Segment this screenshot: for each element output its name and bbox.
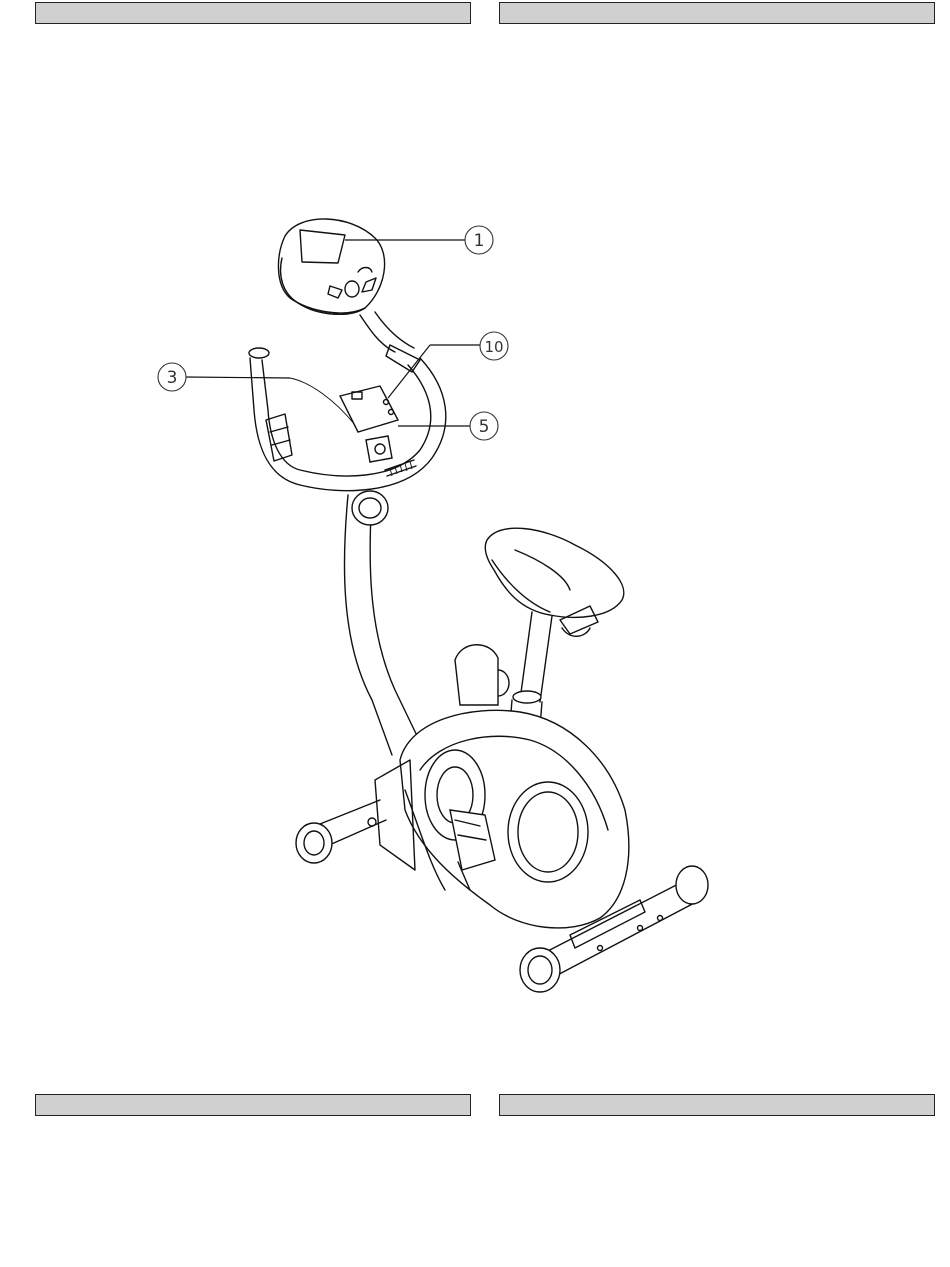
front-stabilizer-icon <box>296 800 386 863</box>
callout-label-5: 5 <box>479 417 490 437</box>
console-icon <box>278 219 384 314</box>
callout-5: 5 <box>398 412 498 440</box>
upright-column-icon <box>344 491 420 755</box>
callout-label-1: 1 <box>474 231 485 251</box>
callout-label-10: 10 <box>484 338 503 356</box>
callout-10: 10 <box>388 332 508 398</box>
seat-icon <box>485 528 624 636</box>
callout-label-3: 3 <box>167 368 178 388</box>
flywheel-housing-icon <box>375 710 629 928</box>
callout-3: 3 <box>158 363 290 391</box>
